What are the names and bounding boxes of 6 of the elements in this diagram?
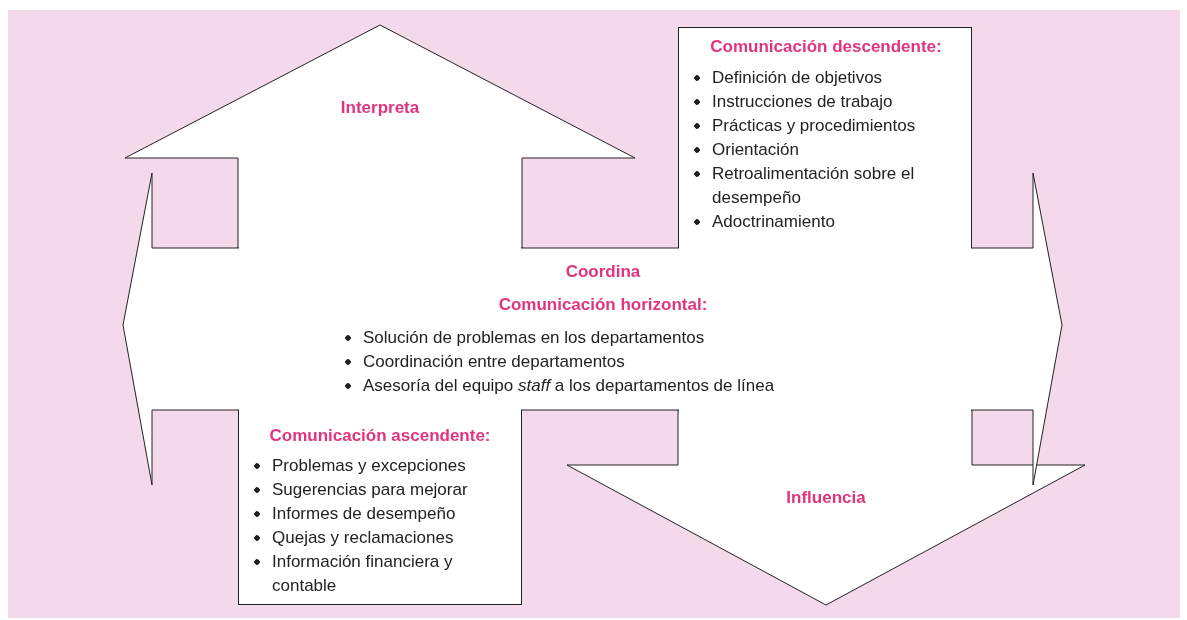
section-heading: Comunicación ascendente: bbox=[269, 426, 491, 446]
arrow-label: Influencia bbox=[786, 488, 866, 508]
section-heading: Comunicación descendente: bbox=[710, 37, 942, 57]
section-heading: Comunicación horizontal: bbox=[498, 295, 708, 315]
arrow-label: Coordina bbox=[565, 262, 641, 282]
arrow-label: Interpreta bbox=[340, 98, 420, 118]
